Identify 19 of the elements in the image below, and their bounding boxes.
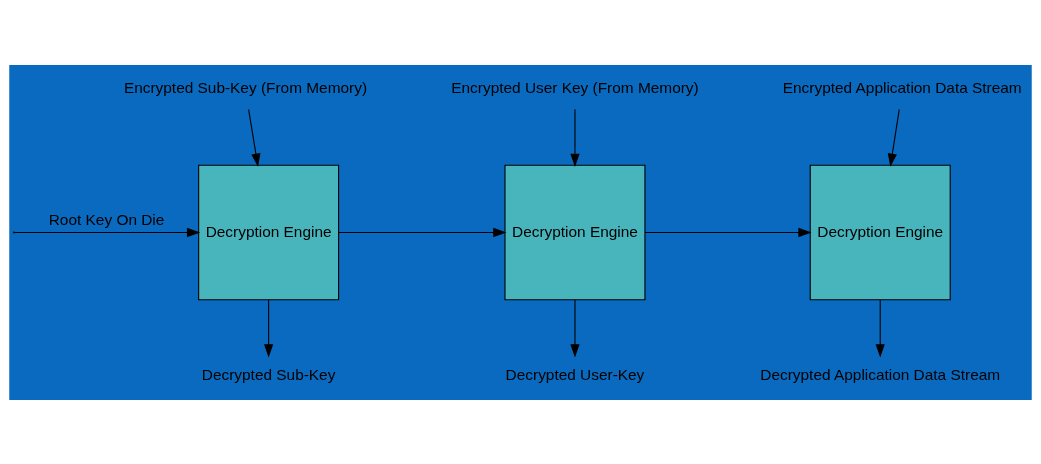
node-box: Decryption Engine xyxy=(809,164,951,300)
arrow xyxy=(264,298,274,357)
arrow xyxy=(14,227,201,237)
node-text: Encrypted User Key (From Memory) xyxy=(451,78,699,96)
node-box: Decryption Engine xyxy=(504,164,646,300)
node-text: Decrypted User-Key xyxy=(505,365,645,383)
node-box: Decryption Engine xyxy=(198,164,340,300)
arrow xyxy=(338,227,507,237)
arrow xyxy=(570,298,580,357)
node-text: Decrypted Sub-Key xyxy=(201,365,336,383)
arrow xyxy=(644,227,812,237)
arrow xyxy=(570,108,580,167)
edge-label: Root Key On Die xyxy=(48,210,165,228)
arrow xyxy=(875,298,885,357)
node-text: Encrypted Sub-Key (From Memory) xyxy=(123,78,368,96)
arrow xyxy=(887,108,900,167)
node-text: Decrypted Application Data Stream xyxy=(760,365,1001,383)
arrow xyxy=(248,108,261,167)
node-text: Encrypted Application Data Stream xyxy=(782,78,1022,96)
